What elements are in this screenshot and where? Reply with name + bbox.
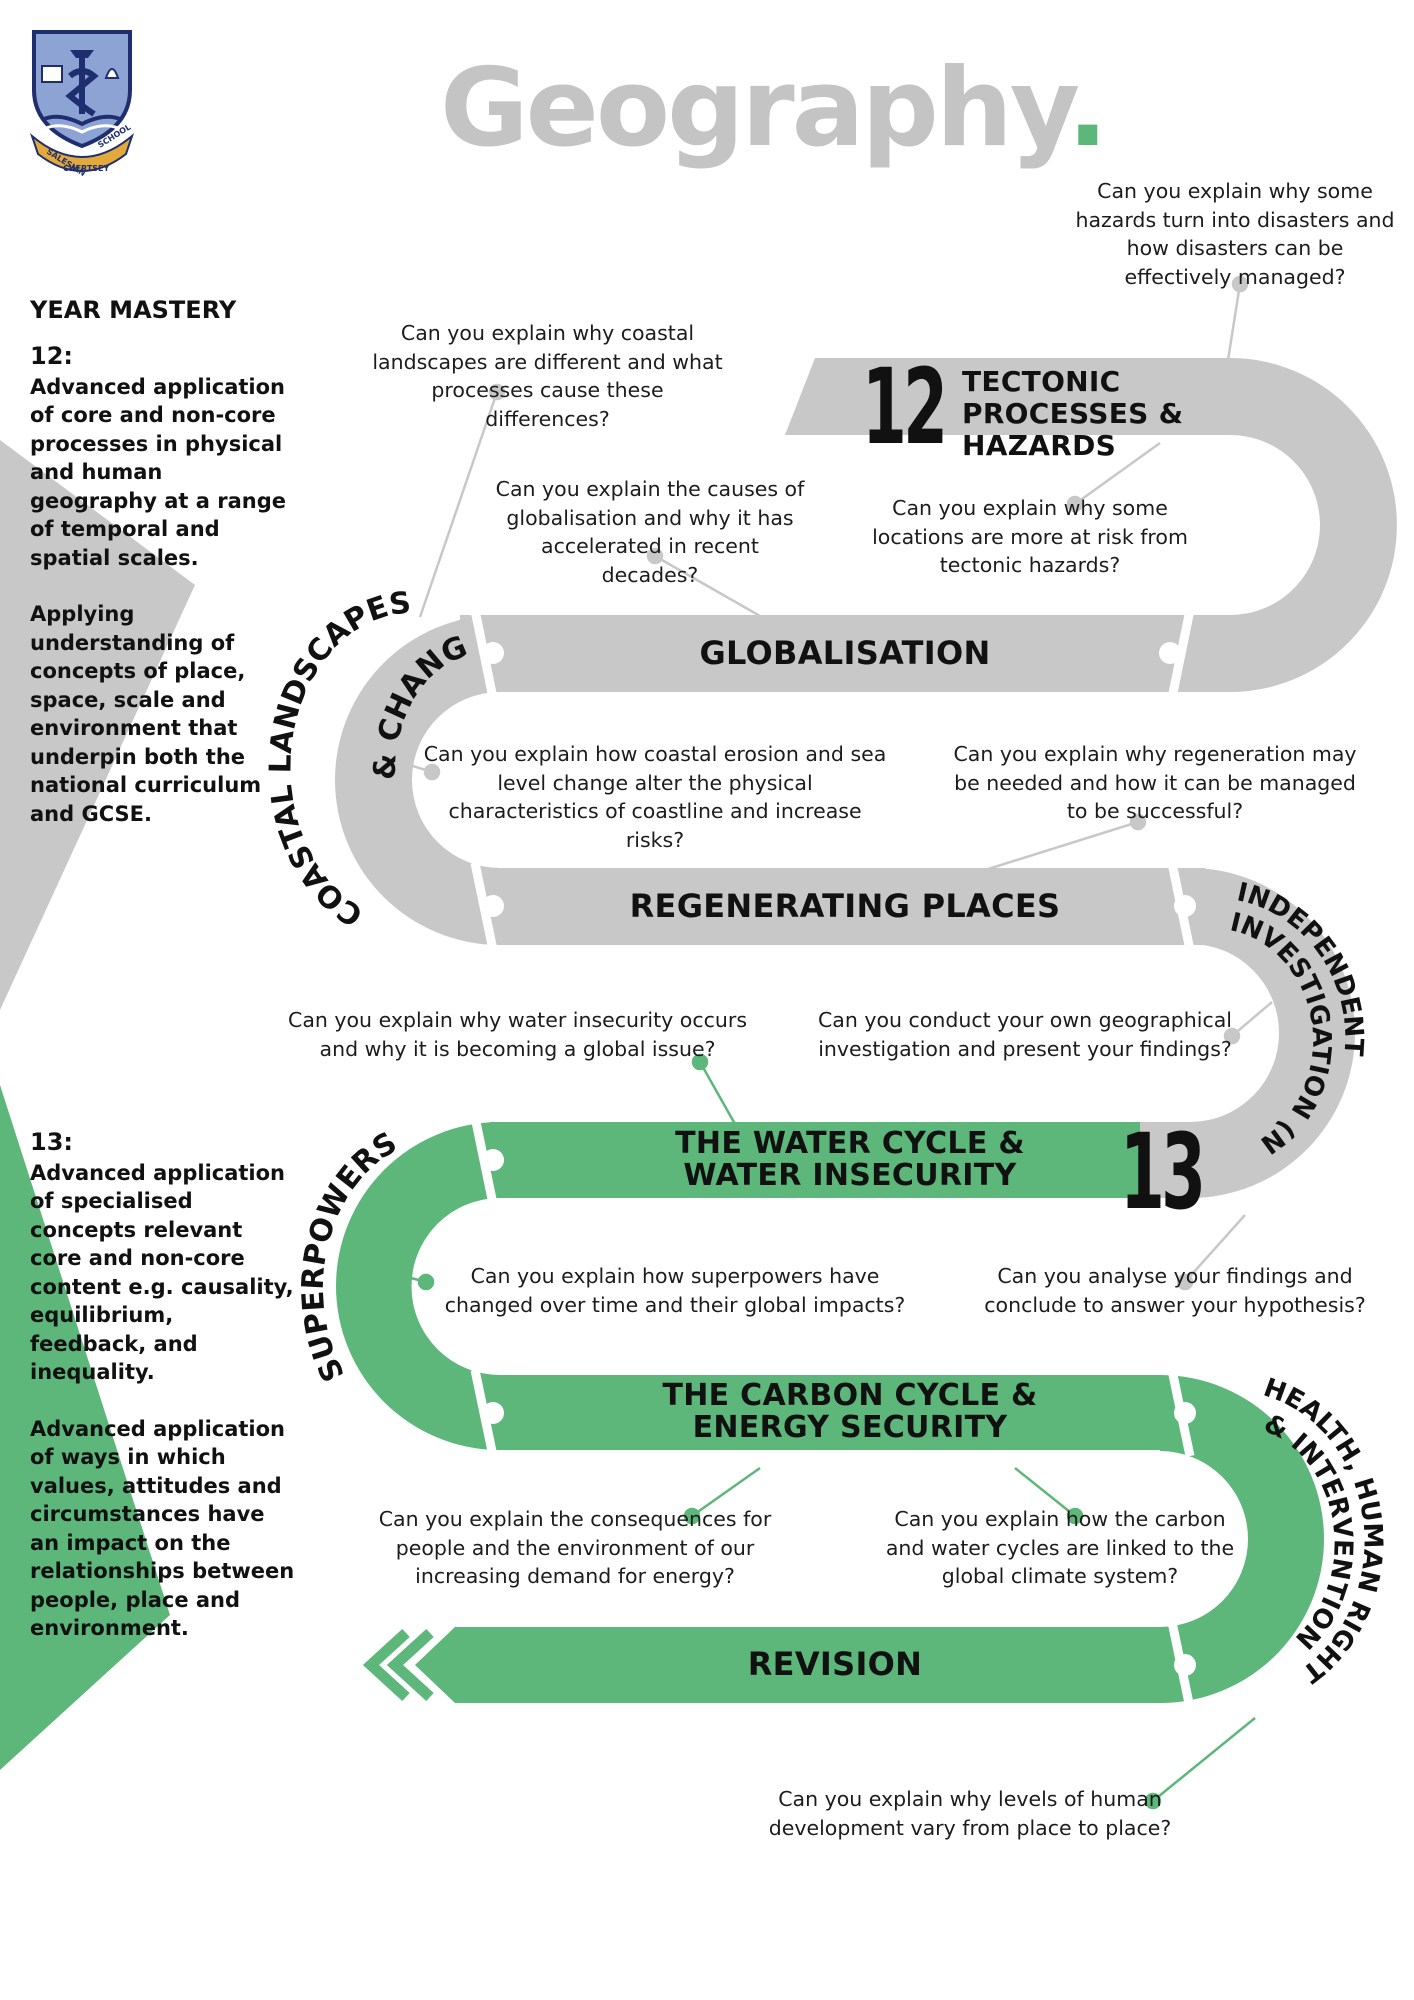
year13-paragraph-2: Advanced application of ways in which va…	[30, 1416, 295, 1641]
road-revision-arrow	[415, 1627, 490, 1703]
topic-regenerating-places: REGENERATING PLACES	[629, 887, 1061, 925]
year13-paragraph-1: Advanced application of specialised conc…	[30, 1160, 294, 1385]
topic-carbon-cycle: THE CARBON CYCLE & ENERGY SECURITY	[662, 1378, 1038, 1445]
road-superpowers-loop	[336, 1122, 1160, 1450]
divider-notches	[482, 642, 1196, 1676]
road-nea-loop	[1130, 868, 1355, 1198]
road-coastal-loop	[335, 615, 1205, 945]
year13-label: 13:	[30, 1128, 73, 1156]
grey-road	[335, 358, 1397, 1198]
question-globalisation-causes: Can you explain the causes of globalisat…	[495, 477, 805, 587]
green-road	[336, 1122, 1324, 1703]
question-carbon-water-link: Can you explain how the carbon and water…	[885, 1507, 1235, 1588]
question-water-insecurity: Can you explain why water insecurity occ…	[288, 1008, 747, 1061]
road-tectonic-loop	[460, 358, 1397, 692]
question-energy-demand: Can you explain the consequences for peo…	[378, 1507, 772, 1588]
topic-tectonic: TECTONIC PROCESSES & HAZARDS	[962, 365, 1184, 462]
year13-mastery: 13: Advanced application of specialised …	[30, 1128, 295, 1671]
question-coastal-landscapes: Can you explain why coastal landscapes a…	[372, 321, 723, 431]
year-mastery-heading: YEAR MASTERY	[30, 296, 237, 324]
topic-globalisation: GLOBALISATION	[699, 634, 991, 672]
year12-paragraph-1: Advanced application of core and non-cor…	[30, 374, 286, 570]
topic-revision: REVISION	[747, 1645, 923, 1683]
question-human-development: Can you explain why levels of human deve…	[768, 1787, 1172, 1840]
green-side-triangle	[0, 1085, 170, 1770]
school-crest-logo: SALESIAN SCHOOL CHERTSEY	[29, 30, 135, 178]
year12-paragraph-2: Applying understanding of concepts of pl…	[30, 602, 262, 826]
question-hazards-disasters: Can you explain why some hazards turn in…	[1075, 179, 1395, 289]
title-dot: .	[1067, 46, 1108, 171]
title-text: Geography	[440, 46, 1070, 171]
year12-mastery: 12: Advanced application of core and non…	[30, 342, 295, 856]
question-coastal-erosion: Can you explain how coastal erosion and …	[423, 742, 887, 852]
page-title: Geography.	[440, 55, 1108, 163]
grey-side-triangle	[0, 440, 195, 1010]
question-superpowers-change: Can you explain how superpowers have cha…	[444, 1264, 906, 1317]
connectors-green	[372, 1053, 1256, 1810]
chevron-left-icon	[386, 1628, 434, 1702]
topic-water-cycle: THE WATER CYCLE & WATER INSECURITY	[675, 1126, 1025, 1193]
connectors-grey	[399, 275, 1273, 1291]
year12-label: 12:	[30, 342, 73, 370]
question-analyse-findings: Can you analyse your findings and conclu…	[984, 1264, 1366, 1317]
chevron-left-icon	[362, 1628, 410, 1702]
road-health-loop	[480, 1375, 1324, 1703]
question-regeneration: Can you explain why regeneration may be …	[953, 742, 1357, 823]
question-tectonic-risk: Can you explain why some locations are m…	[872, 496, 1188, 577]
road-water-band	[490, 1122, 1140, 1198]
question-own-investigation: Can you conduct your own geographical in…	[817, 1008, 1233, 1061]
year-12-marker: 12	[862, 346, 948, 468]
logo-text-chertsey: CHERTSEY	[63, 164, 110, 173]
year-13-marker: 13	[1120, 1111, 1206, 1233]
